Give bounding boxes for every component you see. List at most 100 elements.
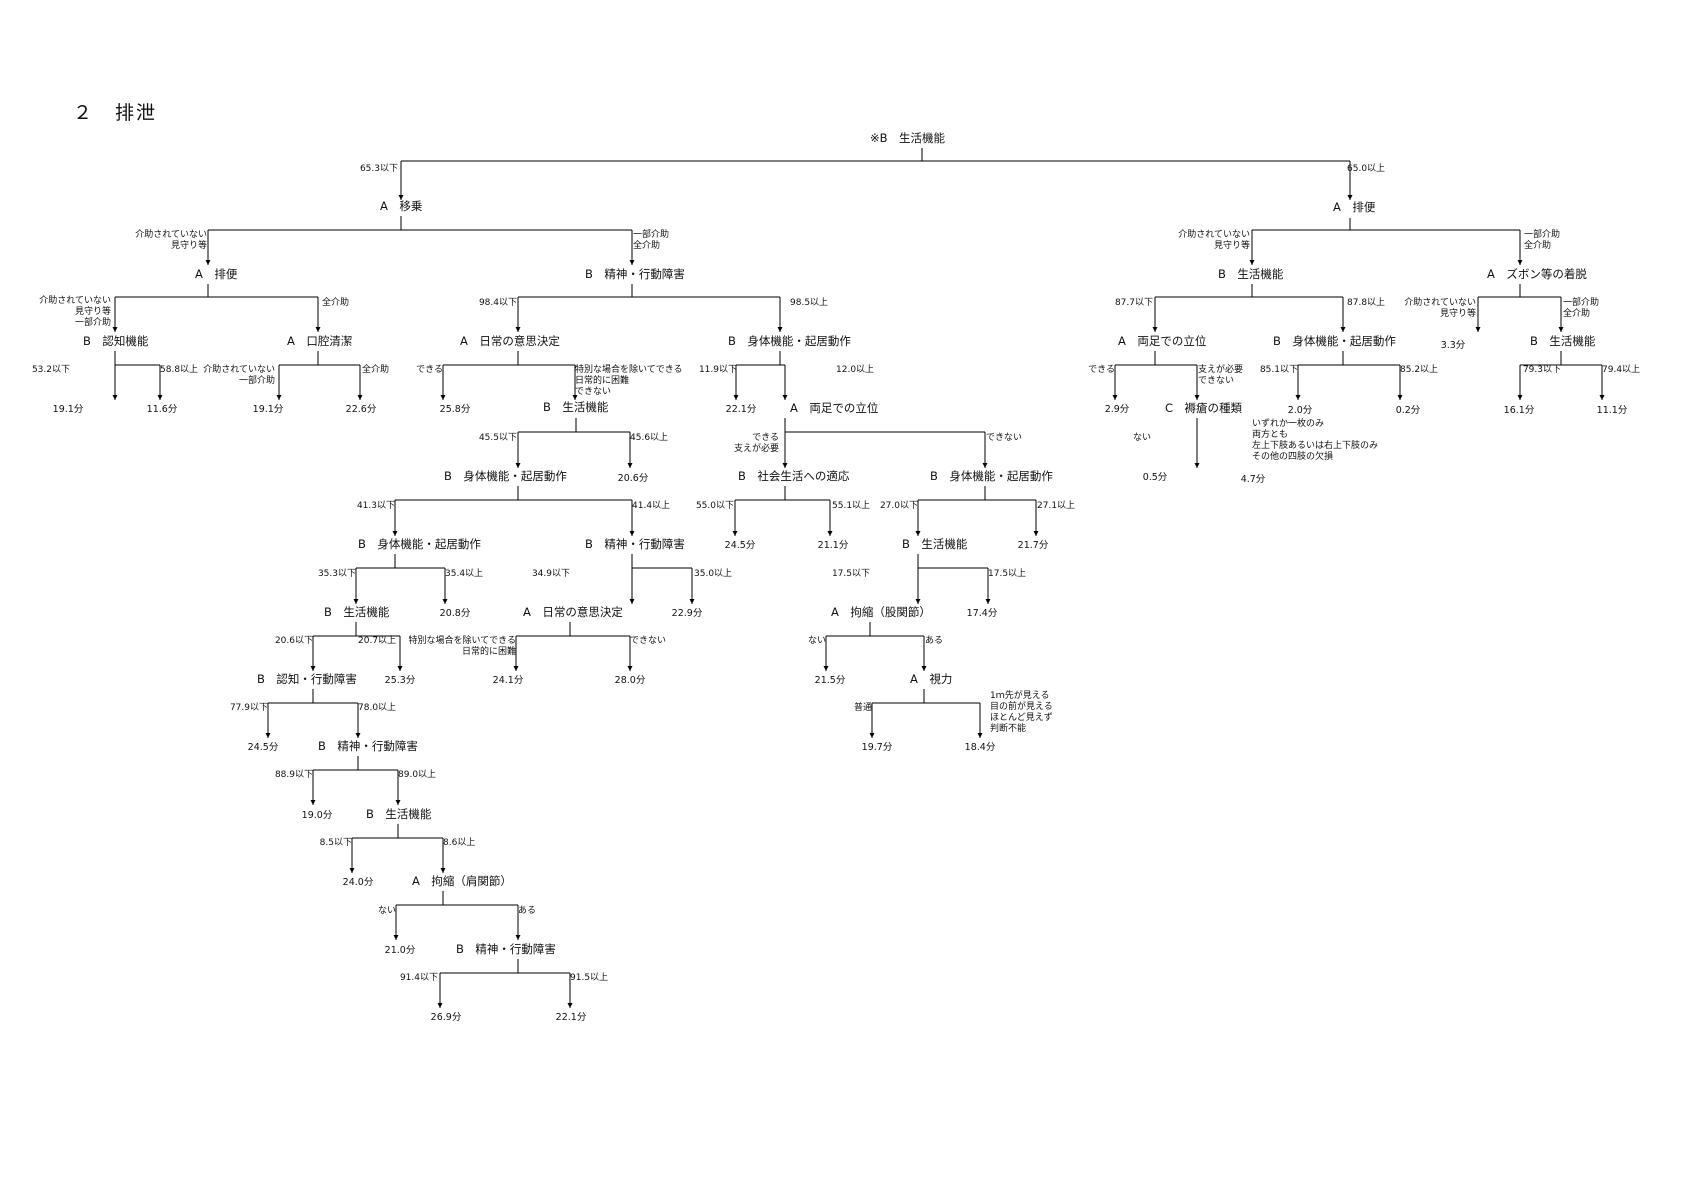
arrow-left-4 bbox=[515, 327, 521, 332]
branch-label-e8l: 45.5以下 bbox=[479, 433, 517, 443]
leaf-value-L6: 22.1分 bbox=[726, 404, 757, 415]
leaf-value-R5: 0.2分 bbox=[1396, 405, 1421, 416]
arrow-right-9 bbox=[572, 395, 578, 400]
branch-label-e8r: 45.6以上 bbox=[630, 432, 668, 443]
arrow-left-21 bbox=[629, 599, 635, 604]
tree-node-n5c: A 拘縮（股関節） bbox=[831, 605, 931, 619]
arrow-left-11 bbox=[1112, 395, 1118, 400]
arrow-right-10 bbox=[782, 395, 788, 400]
branch-label-e4l: 53.2以下 bbox=[32, 365, 70, 375]
tree-node-n4a: B 身体機能・起居動作 bbox=[930, 469, 1053, 483]
tree-node-n5b: A 日常の意思決定 bbox=[523, 605, 623, 619]
branch-label-e10r: 41.4以上 bbox=[632, 500, 670, 511]
arrow-right-19 bbox=[1033, 531, 1039, 536]
arrow-left-18 bbox=[732, 531, 738, 536]
branch-label-e20r: 1ｍ先が見える目の前が見えるほとんど見えず判断不能 bbox=[990, 689, 1053, 734]
branch-label-e18l: ない bbox=[808, 635, 826, 646]
leaf-value-L1: 19.1分 bbox=[53, 404, 84, 415]
tree-node-rr1: B 生活機能 bbox=[1218, 267, 1284, 281]
branch-label-e4r: 58.8以上 bbox=[160, 364, 198, 375]
arrow-right-27 bbox=[977, 733, 983, 738]
leaf-value-L7: 20.6分 bbox=[618, 473, 649, 484]
branch-label-f2r: 87.8以上 bbox=[1347, 297, 1385, 308]
arrow-left-1 bbox=[205, 260, 211, 265]
tree-node-n8a: B 生活機能 bbox=[366, 807, 432, 821]
tree-node-n5a: B 生活機能 bbox=[324, 605, 390, 619]
branch-label-e12r: 27.1以上 bbox=[1037, 500, 1075, 511]
leaf-value-R8: 11.1分 bbox=[1597, 405, 1628, 416]
branch-label-e5l: 介助されていない一部介助 bbox=[203, 363, 275, 386]
tree-node-n4b: B 身体機能・起居動作 bbox=[358, 537, 481, 551]
branch-label-e23l: ない bbox=[378, 905, 396, 916]
leaf-value-L22: 24.0分 bbox=[343, 877, 374, 888]
leaf-value-L4: 22.6分 bbox=[346, 404, 377, 415]
arrow-right-25 bbox=[921, 666, 927, 671]
branch-label-e23r: ある bbox=[518, 905, 536, 916]
arrow-left-20 bbox=[353, 599, 359, 604]
arrow-left-5 bbox=[1152, 327, 1158, 332]
branch-label-f7l: ない bbox=[1133, 432, 1151, 443]
branch-label-e20l: 普通 bbox=[854, 701, 872, 713]
leaf-value-R3: 4.7分 bbox=[1241, 474, 1266, 485]
leaf-value-L14: 25.3分 bbox=[385, 675, 416, 686]
arrow-left-7 bbox=[112, 395, 118, 400]
branch-label-f2l: 87.7以下 bbox=[1115, 298, 1153, 308]
page-title: ２ 排泄 bbox=[73, 102, 158, 124]
arrow-left-29 bbox=[349, 868, 355, 873]
tree-node-n2d: B 身体機能・起居動作 bbox=[728, 334, 851, 348]
arrow-right-13 bbox=[1599, 395, 1605, 400]
branch-label-e14r: 35.0以上 bbox=[694, 568, 732, 579]
arrow-left-28 bbox=[310, 800, 316, 805]
arrow-left-30 bbox=[393, 935, 399, 940]
branch-label-e2l: 介助されていない見守り等一部介助 bbox=[39, 294, 111, 328]
leaf-value-L19: 19.7分 bbox=[862, 742, 893, 753]
arrow-left-12 bbox=[1295, 395, 1301, 400]
tree-node-r_r: A 排便 bbox=[1333, 200, 1376, 214]
leaf-value-L2: 11.6分 bbox=[147, 404, 178, 415]
arrow-left-19 bbox=[915, 531, 921, 536]
arrow-left-22 bbox=[915, 599, 921, 604]
branch-label-e18r: ある bbox=[925, 635, 943, 646]
branch-label-f7r: いずれか一枚のみ両方とも左上下肢あるいは右上下肢のみその他の四肢の欠損 bbox=[1252, 417, 1378, 462]
tree-node-r_l: A 移乗 bbox=[380, 199, 423, 213]
tree-node-n2a: B 認知機能 bbox=[83, 334, 149, 348]
branch-label-e16l: 20.6以下 bbox=[275, 636, 313, 646]
branch-label-e15l: 17.5以下 bbox=[832, 569, 870, 579]
branch-label-e19r: 78.0以上 bbox=[358, 702, 396, 713]
leaf-value-L18: 24.5分 bbox=[248, 742, 279, 753]
arrow-right-4 bbox=[777, 327, 783, 332]
arrow-right-29 bbox=[440, 868, 446, 873]
branch-label-f6l: 79.3以下 bbox=[1523, 365, 1561, 375]
branch-label-f5r: 85.2以上 bbox=[1400, 364, 1438, 375]
branch-label-f1r: 一部介助全介助 bbox=[1524, 228, 1560, 251]
arrow-right-23 bbox=[397, 666, 403, 671]
tree-node-n10a: B 精神・行動障害 bbox=[456, 942, 556, 956]
branch-label-e22l: 8.5以下 bbox=[320, 838, 352, 848]
arrow-right-18 bbox=[827, 531, 833, 536]
arrow-right-20 bbox=[442, 599, 448, 604]
arrow-right-7 bbox=[157, 395, 163, 400]
arrow-right-11 bbox=[1194, 395, 1200, 400]
tree-node-n1a: A 排便 bbox=[195, 267, 238, 281]
branch-label-e9r: できない bbox=[986, 432, 1022, 443]
tree-node-rr3: A 両足での立位 bbox=[1118, 334, 1206, 348]
tree-node-n7a: B 精神・行動障害 bbox=[318, 739, 418, 753]
tree-node-n4d: B 生活機能 bbox=[902, 537, 968, 551]
arrow-left-31 bbox=[437, 1003, 443, 1008]
leaf-value-L12: 22.9分 bbox=[672, 608, 703, 619]
tree-node-n2c: A 日常の意思決定 bbox=[460, 334, 560, 348]
branch-label-e24r: 91.5以上 bbox=[570, 972, 608, 983]
arrow-left-8 bbox=[276, 395, 282, 400]
arrow-right-17 bbox=[629, 531, 635, 536]
branch-label-f1l: 介助されていない見守り等 bbox=[1178, 228, 1250, 251]
arrow-left-17 bbox=[392, 531, 398, 536]
leaf-value-L13: 17.4分 bbox=[967, 608, 998, 619]
branch-label-e3l: 98.4以下 bbox=[479, 298, 517, 308]
arrow-right-6 bbox=[1558, 327, 1564, 332]
branch-label-e6l: できる bbox=[416, 364, 443, 375]
tree-node-rr2: A ズボン等の着脱 bbox=[1487, 267, 1587, 281]
arrow-left-13 bbox=[1517, 395, 1523, 400]
branch-label-e2r: 全介助 bbox=[322, 296, 349, 308]
branch-label-e22r: 8.6以上 bbox=[443, 837, 475, 848]
